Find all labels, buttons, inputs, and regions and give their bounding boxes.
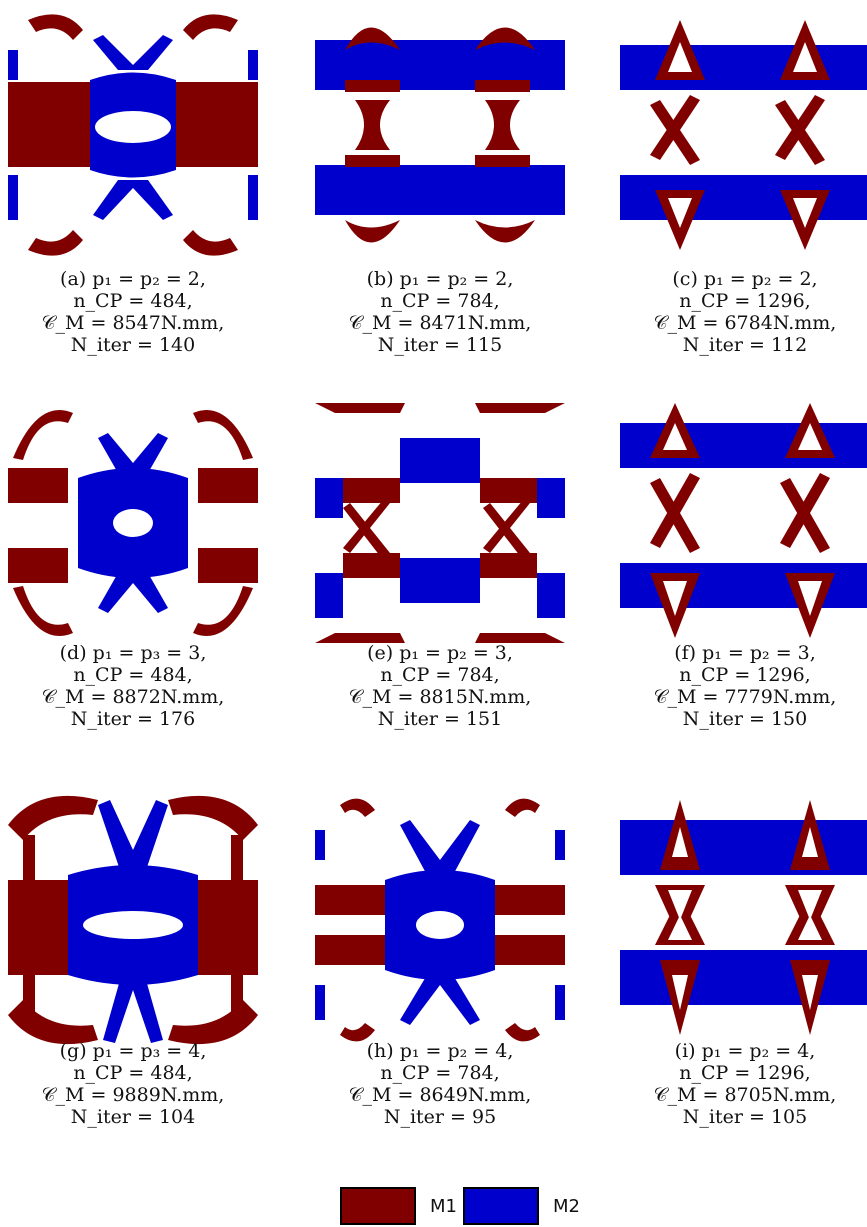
caption-line4: N_iter = 176 [8, 708, 258, 730]
caption-label: (b) [367, 268, 394, 290]
caption-h: (h) p₁ = p₂ = 4, n_CP = 784, 𝒞_M = 8649N… [315, 1040, 565, 1128]
caption-line1: p₁ = p₂ = 4, [702, 1040, 816, 1062]
caption-label: (i) [675, 1040, 696, 1062]
caption-label: (g) [60, 1040, 87, 1062]
caption-line4: N_iter = 95 [315, 1106, 565, 1128]
caption-label: (a) [60, 268, 86, 290]
caption-line2: n_CP = 784, [315, 290, 565, 312]
caption-line1: p₁ = p₂ = 4, [400, 1040, 514, 1062]
panel-g: (g) p₁ = p₃ = 4, n_CP = 484, 𝒞_M = 9889N… [8, 795, 268, 1165]
caption-line4: N_iter = 112 [620, 334, 867, 356]
topology-g [8, 795, 258, 1045]
topology-e [315, 398, 565, 648]
caption-line4: N_iter = 140 [8, 334, 258, 356]
caption-line1: p₁ = p₂ = 2, [92, 268, 206, 290]
caption-line4: N_iter = 150 [620, 708, 867, 730]
topology-b [315, 10, 565, 260]
caption-line3: 𝒞_M = 9889N.mm, [8, 1084, 258, 1106]
caption-line2: n_CP = 1296, [620, 664, 867, 686]
caption-label: (d) [60, 642, 87, 664]
caption-label: (e) [367, 642, 393, 664]
topology-a [8, 10, 258, 260]
panel-h: (h) p₁ = p₂ = 4, n_CP = 784, 𝒞_M = 8649N… [315, 795, 575, 1165]
caption-label: (h) [367, 1040, 394, 1062]
legend-swatch-m1 [340, 1187, 416, 1225]
caption-a: (a) p₁ = p₂ = 2, n_CP = 484, 𝒞_M = 8547N… [8, 268, 258, 356]
caption-g: (g) p₁ = p₃ = 4, n_CP = 484, 𝒞_M = 9889N… [8, 1040, 258, 1128]
caption-f: (f) p₁ = p₂ = 3, n_CP = 1296, 𝒞_M = 7779… [620, 642, 867, 730]
caption-line1: p₁ = p₂ = 3, [399, 642, 513, 664]
caption-c: (c) p₁ = p₂ = 2, n_CP = 1296, 𝒞_M = 6784… [620, 268, 867, 356]
caption-line3: 𝒞_M = 8815N.mm, [315, 686, 565, 708]
caption-label: (f) [674, 642, 696, 664]
topology-f [620, 398, 867, 648]
topology-h [315, 795, 565, 1045]
panel-b: (b) p₁ = p₂ = 2, n_CP = 784, 𝒞_M = 8471N… [315, 10, 575, 380]
panel-f: (f) p₁ = p₂ = 3, n_CP = 1296, 𝒞_M = 7779… [620, 398, 867, 768]
caption-line2: n_CP = 484, [8, 1062, 258, 1084]
caption-line1: p₁ = p₂ = 2, [400, 268, 514, 290]
caption-line2: n_CP = 1296, [620, 290, 867, 312]
caption-line2: n_CP = 784, [315, 664, 565, 686]
caption-e: (e) p₁ = p₂ = 3, n_CP = 784, 𝒞_M = 8815N… [315, 642, 565, 730]
caption-line1: p₁ = p₂ = 3, [702, 642, 816, 664]
caption-line3: 𝒞_M = 8872N.mm, [8, 686, 258, 708]
topology-c [620, 10, 867, 260]
caption-line3: 𝒞_M = 8649N.mm, [315, 1084, 565, 1106]
panel-i: (i) p₁ = p₂ = 4, n_CP = 1296, 𝒞_M = 8705… [620, 795, 867, 1165]
caption-d: (d) p₁ = p₃ = 3, n_CP = 484, 𝒞_M = 8872N… [8, 642, 258, 730]
legend-label-m2: M2 [553, 1196, 580, 1217]
panel-d: (d) p₁ = p₃ = 3, n_CP = 484, 𝒞_M = 8872N… [8, 398, 268, 768]
caption-line1: p₁ = p₃ = 3, [93, 642, 207, 664]
caption-line2: n_CP = 484, [8, 664, 258, 686]
caption-i: (i) p₁ = p₂ = 4, n_CP = 1296, 𝒞_M = 8705… [620, 1040, 867, 1128]
caption-line2: n_CP = 784, [315, 1062, 565, 1084]
caption-b: (b) p₁ = p₂ = 2, n_CP = 784, 𝒞_M = 8471N… [315, 268, 565, 356]
panel-a: (a) p₁ = p₂ = 2, n_CP = 484, 𝒞_M = 8547N… [8, 10, 268, 380]
caption-line1: p₁ = p₃ = 4, [93, 1040, 207, 1062]
caption-line3: 𝒞_M = 8547N.mm, [8, 312, 258, 334]
caption-line4: N_iter = 115 [315, 334, 565, 356]
legend-label-m1: M1 [430, 1196, 457, 1217]
caption-line3: 𝒞_M = 8705N.mm, [620, 1084, 867, 1106]
caption-line2: n_CP = 484, [8, 290, 258, 312]
caption-line4: N_iter = 104 [8, 1106, 258, 1128]
legend: M1 M2 [340, 1187, 640, 1227]
panel-e: (e) p₁ = p₂ = 3, n_CP = 784, 𝒞_M = 8815N… [315, 398, 575, 768]
caption-line4: N_iter = 105 [620, 1106, 867, 1128]
legend-swatch-m2 [463, 1187, 539, 1225]
topology-d [8, 398, 258, 648]
panel-c: (c) p₁ = p₂ = 2, n_CP = 1296, 𝒞_M = 6784… [620, 10, 867, 380]
caption-line1: p₁ = p₂ = 2, [704, 268, 818, 290]
caption-line3: 𝒞_M = 6784N.mm, [620, 312, 867, 334]
caption-line3: 𝒞_M = 8471N.mm, [315, 312, 565, 334]
caption-line2: n_CP = 1296, [620, 1062, 867, 1084]
topology-i [620, 795, 867, 1045]
caption-line4: N_iter = 151 [315, 708, 565, 730]
caption-label: (c) [672, 268, 697, 290]
caption-line3: 𝒞_M = 7779N.mm, [620, 686, 867, 708]
